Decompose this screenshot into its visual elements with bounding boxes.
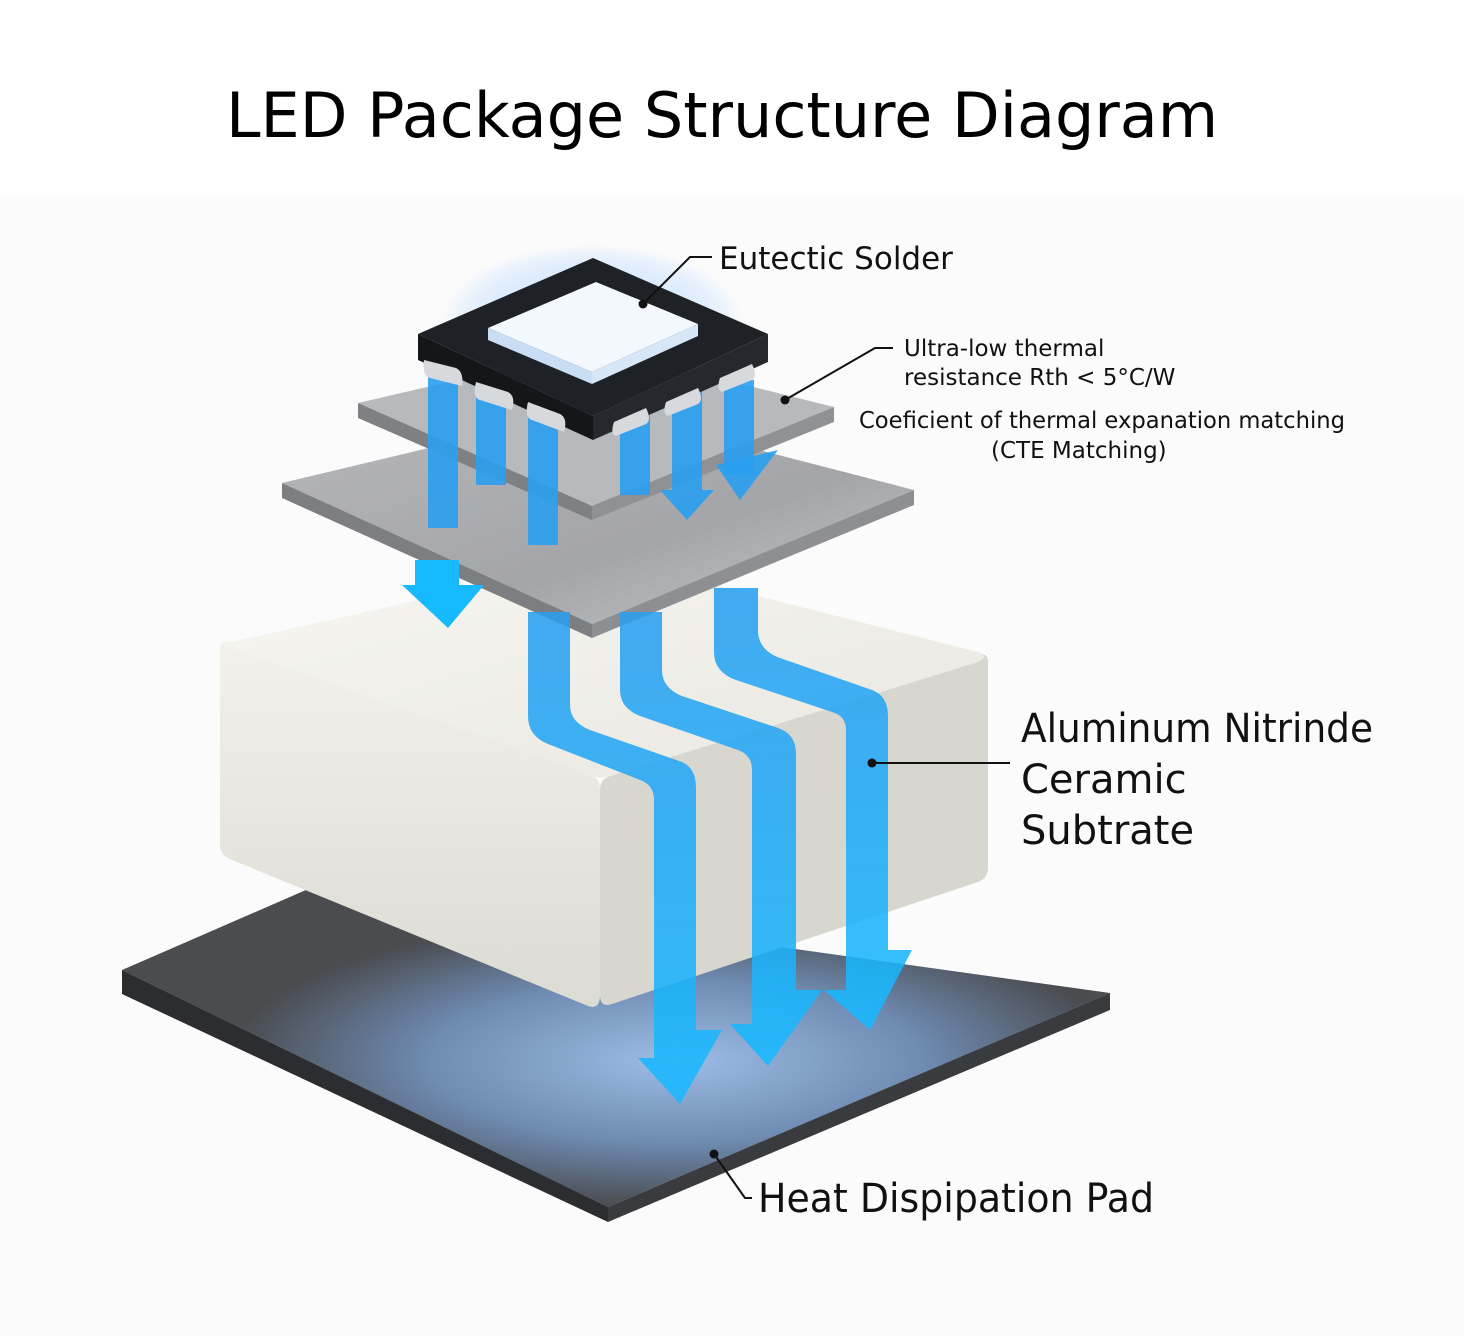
leader-lines	[638, 256, 1010, 1199]
chip-leads	[423, 360, 755, 436]
label-substrate-line1: Aluminum Nitrinde	[1021, 706, 1373, 752]
heat-flow-arrow-icon	[528, 612, 722, 1104]
label-substrate-line2: Ceramic	[1021, 757, 1187, 803]
heat-flow-arrow-icon	[620, 612, 822, 1066]
label-substrate-line3: Subtrate	[1021, 808, 1194, 854]
label-cte-line1: Coeficient of thermal expanation matchin…	[859, 408, 1345, 434]
label-eutectic-solder: Eutectic Solder	[719, 241, 953, 277]
label-cte-line2: (CTE Matching)	[991, 438, 1167, 464]
label-thermal-resistance-line1: Ultra-low thermal	[904, 336, 1104, 362]
label-heat-pad: Heat Dispipation Pad	[758, 1176, 1154, 1222]
diagram-title: LED Package Structure Diagram	[226, 79, 1218, 152]
led-chip-icon	[418, 245, 768, 440]
heat-flow-arrow-icon	[714, 588, 912, 1030]
heat-flow-arrows	[402, 370, 912, 1104]
label-thermal-resistance-line2: resistance Rth < 5°C/W	[904, 365, 1175, 391]
